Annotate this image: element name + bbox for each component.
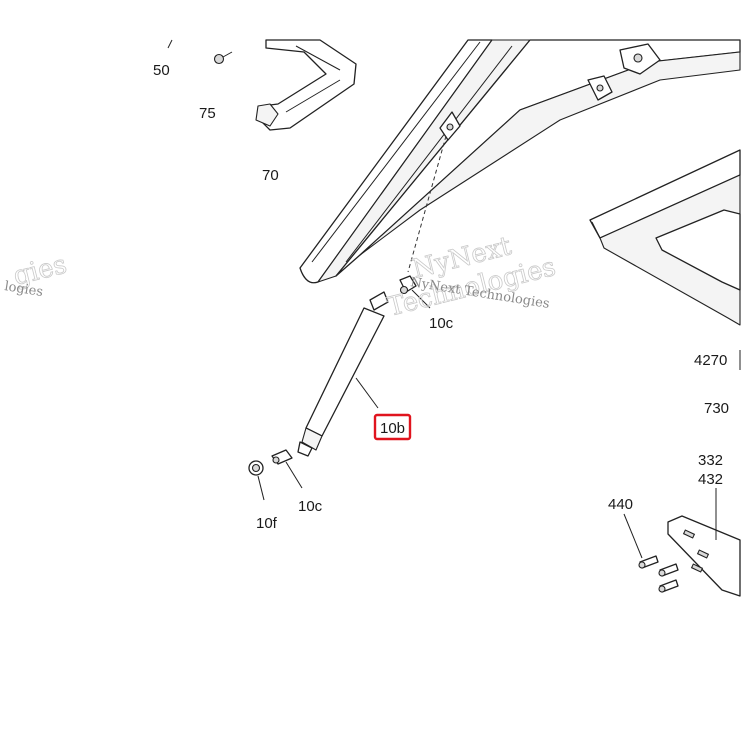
handle-part-70	[255, 39, 357, 131]
callout-50: 50	[153, 62, 170, 79]
watermark: NyNext Technologies NyNext Technologies …	[3, 231, 559, 323]
bolts-440	[623, 513, 679, 593]
cargo-tray	[589, 149, 741, 326]
callout-4270: 4270	[694, 352, 727, 369]
highlight-box-10b	[373, 413, 412, 441]
callout-332: 332	[698, 452, 723, 469]
nut-10f	[248, 460, 265, 501]
marker-50-tick	[167, 39, 173, 49]
callout-75: 75	[199, 105, 216, 122]
alignment-line	[407, 135, 447, 273]
callout-labels: 50 75 70 10c 10b 10c 10f 4270 730 332 43…	[153, 62, 729, 532]
callout-10b: 10b	[380, 420, 405, 437]
ball-stud-10c-upper	[399, 275, 431, 309]
svg-text:logies: logies	[3, 279, 44, 300]
callout-70: 70	[262, 167, 279, 184]
beam-upper-bracket	[587, 43, 661, 101]
frame-beam	[299, 39, 741, 284]
callout-10c-top: 10c	[429, 315, 454, 332]
gas-strut-10b	[297, 291, 389, 457]
ball-stud-10c-lower	[271, 449, 303, 489]
callout-440: 440	[608, 496, 633, 513]
callout-10c-bottom: 10c	[298, 498, 323, 515]
screw-75	[213, 51, 233, 65]
callout-10f: 10f	[256, 515, 278, 532]
beam-mount-bracket	[439, 111, 461, 141]
callout-432: 432	[698, 471, 723, 488]
callout-730: 730	[704, 400, 729, 417]
mounting-plate	[667, 488, 741, 597]
